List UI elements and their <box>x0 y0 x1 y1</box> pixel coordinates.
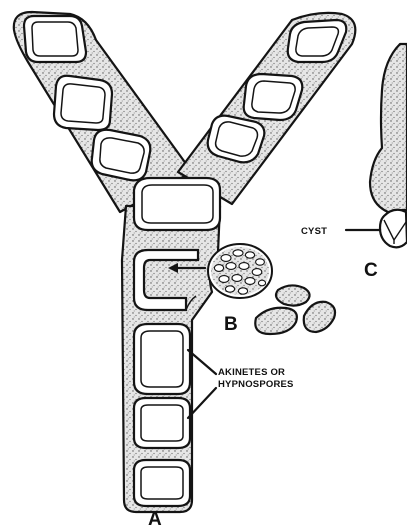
spore-3 <box>304 302 335 332</box>
spore-2 <box>255 308 297 334</box>
junction-cell <box>134 178 220 230</box>
spore-mass <box>208 244 272 298</box>
label-a: A <box>148 509 162 529</box>
label-akinetes-line1: AKINETES OR <box>218 367 285 378</box>
cyst-c <box>346 44 407 247</box>
stalk <box>370 44 407 213</box>
spore-1 <box>276 285 310 305</box>
label-cyst: CYST <box>301 226 327 237</box>
label-akinetes-line2: HYPNOSPORES <box>218 379 294 390</box>
cyst-body <box>380 210 407 248</box>
filament-a <box>14 12 356 512</box>
stem-cells <box>134 324 190 506</box>
label-c: C <box>364 260 378 281</box>
label-b: B <box>224 314 238 335</box>
